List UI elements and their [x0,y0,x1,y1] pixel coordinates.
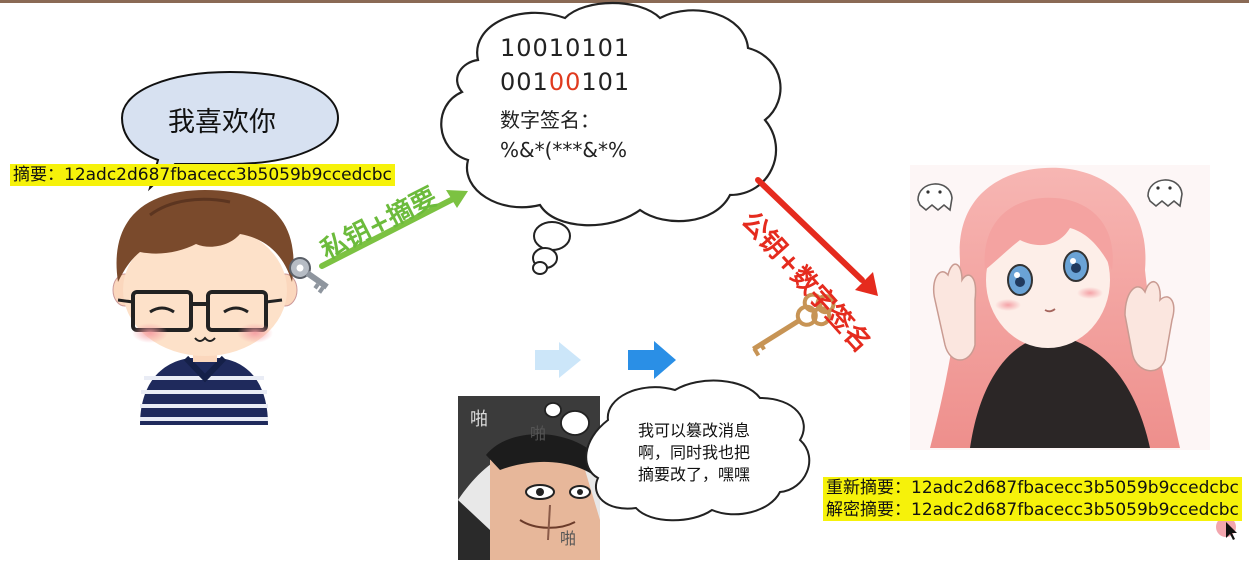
private-key-icon [289,257,329,294]
decrypted-digest-label: 解密摘要： [826,500,911,520]
sign-arrow [319,190,468,269]
sender-digest: 摘要：12adc2d687fbacecc3b5059b9ccedcbc [10,164,395,186]
attacker-message-line-1: 我可以篡改消息 [638,421,751,440]
recomputed-digest: 重新摘要：12adc2d687fbacecc3b5059b9ccedcbc [823,477,1242,499]
sender-boy-illustration [112,190,298,425]
cloud-binary-line-1: 10010101 [500,34,631,62]
cloud-signature-label: 数字签名： [500,108,600,132]
recomputed-digest-label: 重新摘要： [826,478,911,498]
attacker-message-line-2: 啊，同时我也把 [638,443,751,462]
manga-sfx-2: 啪 [530,424,547,443]
manga-sfx-1: 啪 [470,409,488,430]
cloud-binary-prefix: 001 [500,68,549,96]
manga-sfx-3: 啪 [560,529,577,548]
thought-cloud [440,2,782,275]
decrypted-digest: 解密摘要：12adc2d687fbacecc3b5059b9ccedcbc [823,499,1242,521]
attacker-thought-bubble [544,379,811,522]
verify-arrow [755,177,878,296]
public-key-icon [752,292,836,357]
attacker-message: 我可以篡改消息 啊，同时我也把 摘要改了，嘿嘿 [638,420,750,486]
sender-message: 我喜欢你 [168,107,276,138]
cloud-binary-changed-bits: 00 [548,68,582,96]
cloud-binary-line-2: 00100101 [500,68,630,96]
cloud-signature-value: %&*(***&*% [500,138,628,162]
sender-digest-value: 12adc2d687fbacecc3b5059b9ccedcbc [64,165,392,185]
recomputed-digest-value: 12adc2d687fbacecc3b5059b9ccedcbc [911,478,1239,498]
flow-arrow-faded [535,342,581,378]
sender-digest-label: 摘要： [13,165,64,185]
receiver-girl-illustration [910,165,1210,450]
flow-arrow [628,341,676,379]
attacker-message-line-3: 摘要改了，嘿嘿 [638,465,751,484]
cloud-binary-suffix: 101 [581,68,631,96]
decrypted-digest-value: 12adc2d687fbacecc3b5059b9ccedcbc [911,500,1239,520]
sender-speech-bubble [120,70,340,192]
top-border [0,0,1249,3]
cursor-indicator [1216,517,1237,540]
